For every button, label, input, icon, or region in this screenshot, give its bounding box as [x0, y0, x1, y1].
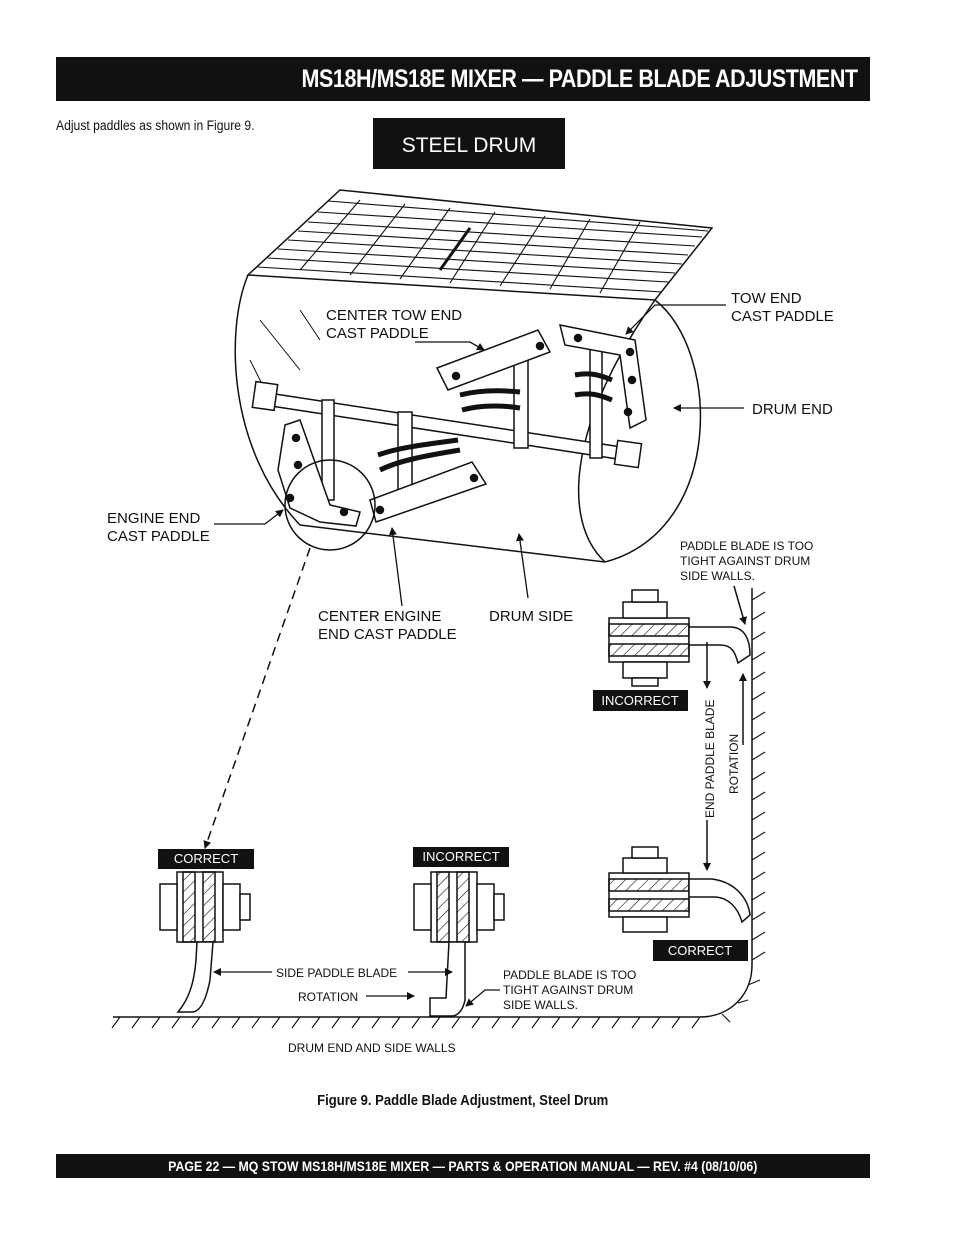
steel-drum-label: STEEL DRUM [402, 134, 537, 157]
label-tow-end-2: CAST PADDLE [731, 308, 834, 325]
label-too-tight-bottom-3: SIDE WALLS. [503, 998, 578, 1012]
svg-text:INCORRECT: INCORRECT [601, 693, 678, 708]
svg-text:CORRECT: CORRECT [174, 851, 238, 866]
page-title: MS18H/MS18E MIXER — PADDLE BLADE ADJUSTM… [301, 64, 859, 93]
page-footer: PAGE 22 — MQ STOW MS18H/MS18E MIXER — PA… [56, 1154, 870, 1178]
correct-badge-left: CORRECT [158, 849, 254, 869]
label-too-tight-bottom-1: PADDLE BLADE IS TOO [503, 968, 636, 982]
right-lower-assembly [608, 820, 751, 933]
intro-text: Adjust paddles as shown in Figure 9. [56, 118, 255, 133]
bottom-left-assembly [159, 871, 251, 1013]
label-drum-end: DRUM END [752, 401, 833, 418]
label-side-paddle-blade: SIDE PADDLE BLADE [276, 966, 397, 980]
label-rotation-vertical: ROTATION [727, 734, 741, 794]
svg-text:INCORRECT: INCORRECT [422, 849, 499, 864]
label-rotation-bottom: ROTATION [298, 990, 358, 1004]
label-too-tight-top-3: SIDE WALLS. [680, 569, 755, 583]
drum-illustration [203, 189, 714, 849]
label-too-tight-top-2: TIGHT AGAINST DRUM [680, 554, 810, 568]
bottom-middle-assembly [413, 871, 505, 1017]
label-center-engine-1: CENTER ENGINE [318, 608, 441, 625]
svg-text:CORRECT: CORRECT [668, 943, 732, 958]
label-center-tow-end-2: CAST PADDLE [326, 325, 429, 342]
figure-caption: Figure 9. Paddle Blade Adjustment, Steel… [0, 1093, 926, 1109]
figure-caption-text: Figure 9. Paddle Blade Adjustment, Steel… [317, 1093, 609, 1109]
drum-walls [111, 588, 766, 1029]
label-too-tight-top-1: PADDLE BLADE IS TOO [680, 539, 813, 553]
steel-drum-badge: STEEL DRUM [373, 118, 565, 169]
label-engine-end-1: ENGINE END [107, 510, 201, 527]
right-upper-assembly [608, 585, 751, 745]
footer-text: PAGE 22 — MQ STOW MS18H/MS18E MIXER — PA… [168, 1158, 758, 1174]
label-tow-end-1: TOW END [731, 290, 802, 307]
correct-badge-right: CORRECT [653, 940, 748, 961]
label-too-tight-bottom-2: TIGHT AGAINST DRUM [503, 983, 633, 997]
label-engine-end-2: CAST PADDLE [107, 528, 210, 545]
figure-labels: CENTER TOW END CAST PADDLE TOW END CAST … [107, 290, 834, 1055]
label-drum-walls: DRUM END AND SIDE WALLS [288, 1041, 456, 1055]
incorrect-badge-right: INCORRECT [593, 690, 688, 711]
label-end-paddle-blade: END PADDLE BLADE [703, 700, 717, 818]
label-center-engine-2: END CAST PADDLE [318, 626, 457, 643]
incorrect-badge-middle: INCORRECT [413, 847, 509, 867]
label-drum-side: DRUM SIDE [489, 608, 573, 625]
page-title-bar: MS18H/MS18E MIXER — PADDLE BLADE ADJUSTM… [56, 57, 870, 101]
callout-lines [214, 304, 744, 607]
bottom-arrows [213, 968, 500, 1007]
label-center-tow-end-1: CENTER TOW END [326, 307, 462, 324]
